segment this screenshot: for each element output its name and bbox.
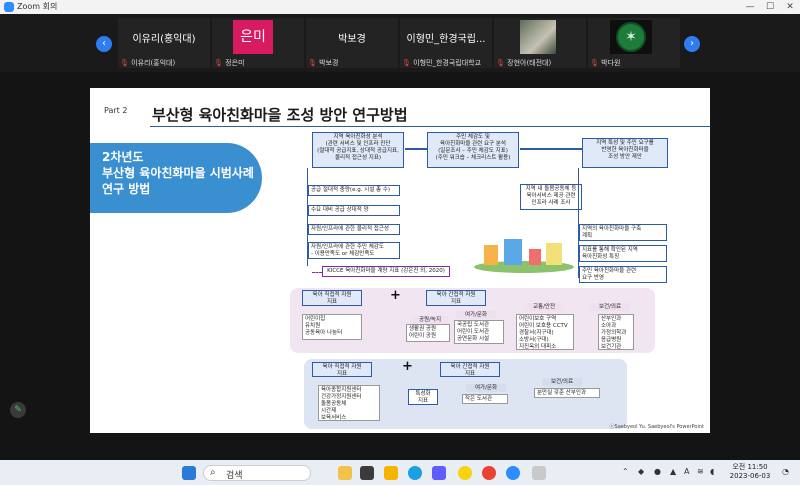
- tray-app-icon[interactable]: ▲: [670, 467, 677, 476]
- store-icon[interactable]: [432, 466, 446, 480]
- participant-logo: ✶: [610, 20, 652, 54]
- slide-title: 부산형 육아친화마을 조성 방안 연구방법: [152, 106, 408, 124]
- search-icon: ⌕: [210, 467, 216, 478]
- kicce-reference-box: KICCE 육아친화마을 계량 지표 (강은진 외, 2020): [322, 266, 450, 277]
- zoom-app-icon: [4, 2, 14, 12]
- window-titlebar: Zoom 회의 — ☐ ✕: [0, 0, 800, 14]
- special-indicator-box: 특성화 지표: [408, 389, 438, 405]
- category-items: 산부인과 소아과 가정의학과 응급병원 보건기관: [598, 314, 634, 350]
- next-page-button[interactable]: ›: [684, 36, 700, 52]
- muted-mic-icon: 🎙: [496, 59, 505, 67]
- part-label: Part 2: [104, 106, 128, 115]
- indirect-resource-title: 육아 간접적 자원 지표: [440, 362, 500, 377]
- indicator-item: 자원/인프라에 관한 주민 체감도 - 이용만족도 or 체감만족도: [308, 242, 400, 259]
- annotate-pen-icon[interactable]: ✎: [10, 402, 26, 418]
- muted-mic-icon: 🎙: [120, 59, 129, 67]
- category-label: 여가/문화: [466, 384, 506, 392]
- windows-start-icon[interactable]: [182, 466, 196, 480]
- task-view-icon[interactable]: [360, 466, 374, 480]
- clock[interactable]: 오전 11:50 2023-06-03: [729, 463, 771, 480]
- tray-app-icon[interactable]: ●: [654, 467, 661, 476]
- edge-browser-icon[interactable]: [408, 466, 422, 480]
- ime-indicator[interactable]: A: [684, 467, 690, 476]
- minimize-icon[interactable]: —: [745, 2, 755, 12]
- participant-tile[interactable]: 🎙 장현아(태전대): [494, 18, 586, 68]
- direct-resource-items: 육아종합지원센터 건강가정지원센터 돌봄공동체 시간제 보육서비스: [318, 385, 380, 421]
- category-label: 교통/안전: [524, 303, 564, 311]
- taskbar-search[interactable]: ⌕ 검색: [203, 465, 311, 481]
- indicator-item: 자원/인프라에 관한 물리적 접근성: [308, 224, 400, 235]
- participant-tile[interactable]: 박보경 🎙 박보경: [306, 18, 398, 68]
- participant-avatar: 은미: [233, 20, 273, 54]
- muted-mic-icon: 🎙: [308, 59, 317, 67]
- search-input[interactable]: 검색: [226, 471, 243, 481]
- participant-label: 이형민_한경국립대학교: [413, 59, 482, 67]
- participant-strip: ‹ 이유리(홍익대) 🎙 이유리(홍익대) 은미 🎙 정은미 박보경 🎙 박보경…: [0, 14, 800, 72]
- prev-page-button[interactable]: ‹: [96, 36, 112, 52]
- muted-mic-icon: 🎙: [402, 59, 411, 67]
- step-3-box: 지역 특성 및 주민 요구를 반영한 육아친화마을 조성 방안 제안: [582, 138, 668, 168]
- plus-icon: +: [390, 288, 401, 303]
- widgets-icon[interactable]: [338, 466, 352, 480]
- outcome-item: 주민 육아친화마을 관련 요구 반영: [579, 266, 667, 283]
- participant-tile[interactable]: 이유리(홍익대) 🎙 이유리(홍익대): [118, 18, 210, 68]
- participant-tile[interactable]: 은미 🎙 정은미: [212, 18, 304, 68]
- participant-label: 이유리(홍익대): [131, 59, 176, 67]
- participant-tile[interactable]: ✶ 🎙 박다원: [588, 18, 680, 68]
- participant-display-name: 박보경: [338, 34, 366, 45]
- notification-icon[interactable]: ◔: [782, 467, 789, 476]
- app-window-icon[interactable]: [532, 466, 546, 480]
- presentation-slide: Part 2 부산형 육아친화마을 조성 방안 연구방법 2차년도 부산형 육아…: [90, 88, 710, 433]
- outcome-item: 지역의 육아친화마을 구축 계획: [579, 224, 667, 241]
- direct-resource-title: 육아 직접적 자원 지표: [302, 290, 362, 306]
- indicator-item: 공급 절대적 충량(e.g. 시설 총 수): [308, 185, 400, 196]
- participant-tile[interactable]: 이형민_한경국립... 🎙 이형민_한경국립대학교: [400, 18, 492, 68]
- muted-mic-icon: 🎙: [590, 59, 599, 67]
- participant-label: 박다원: [601, 59, 621, 67]
- indicator-item: 수요 대비 공급 상대적 양: [308, 205, 400, 216]
- category-label: 여가/문화: [456, 311, 496, 319]
- village-illustration: [474, 233, 574, 273]
- category-label: 공원/녹지: [412, 316, 448, 324]
- direct-resource-title: 육아 직접적 자원 지표: [312, 362, 372, 377]
- window-title: Zoom 회의: [17, 2, 58, 11]
- step-1-box: 지역 육아친화성 분석 (관련 서비스 및 인프라 진단 (절대적 공급지표, …: [312, 132, 404, 168]
- muted-mic-icon: 🎙: [214, 59, 223, 67]
- indirect-resource-title: 육아 간접적 자원 지표: [426, 290, 486, 306]
- file-explorer-icon[interactable]: [384, 466, 398, 480]
- university-seal-icon: ✶: [616, 22, 646, 52]
- wifi-icon[interactable]: ≋: [697, 467, 704, 476]
- category-items: 국공립 도서관 어린이 도서관 공연문화 시설: [454, 320, 504, 344]
- volume-icon[interactable]: ◖: [710, 467, 715, 476]
- participant-label: 정은미: [225, 59, 245, 67]
- windows-taskbar: ⌕ 검색 ⌃ ◆ ● ▲ A ≋ ◖ 오전 11:50 2023-06-03 ◔: [0, 460, 800, 485]
- category-items: 분만실 갖춘 산부인과: [534, 388, 600, 398]
- category-items: 어린이보호 구역 어린이 보호용 CCTV 경찰서(지구대) 소방서(구대) 지…: [516, 314, 574, 350]
- participant-display-name: 이형민_한경국립...: [406, 34, 486, 45]
- kakaotalk-icon[interactable]: [458, 466, 472, 480]
- participant-label: 박보경: [319, 59, 339, 67]
- category-label: 보건/의료: [590, 303, 630, 311]
- plus-icon: +: [402, 359, 413, 374]
- participant-display-name: 이유리(홍익대): [132, 34, 196, 45]
- participant-photo: [520, 20, 556, 54]
- tray-app-icon[interactable]: ◆: [638, 467, 645, 476]
- slide-credit: ⓒSaebyeol Yu. Saebyeol's PowerPoint: [609, 424, 704, 430]
- participant-label: 장현아(태전대): [507, 59, 552, 67]
- close-icon[interactable]: ✕: [786, 2, 794, 12]
- outcome-item: 지표를 통해 확인된 지역 육아친화성 특징: [579, 245, 667, 262]
- maximize-icon[interactable]: ☐: [765, 2, 775, 12]
- zoom-taskbar-icon[interactable]: [506, 466, 520, 480]
- category-items: 작은 도서관: [462, 394, 508, 404]
- category-items: 생활권 공원 어린이 공원: [406, 324, 450, 342]
- section-banner: 2차년도 부산형 육아친화마을 시범사례 연구 방법: [90, 143, 262, 213]
- category-label: 보건/의료: [542, 378, 582, 386]
- case-study-box: 지역 내 돌봄공동체 등 육아서비스 제공 관련 인프라 사례 조사: [520, 184, 582, 210]
- direct-resource-items: 어린이집 유치원 공동육아 나눔터: [302, 314, 362, 340]
- tray-chevron-icon[interactable]: ⌃: [622, 467, 629, 476]
- chrome-icon[interactable]: [482, 466, 496, 480]
- step-2-box: 주민 체감도 및 육아친화마을 관련 요구 분석 (일문조사 – 주민 체감도 …: [427, 132, 519, 168]
